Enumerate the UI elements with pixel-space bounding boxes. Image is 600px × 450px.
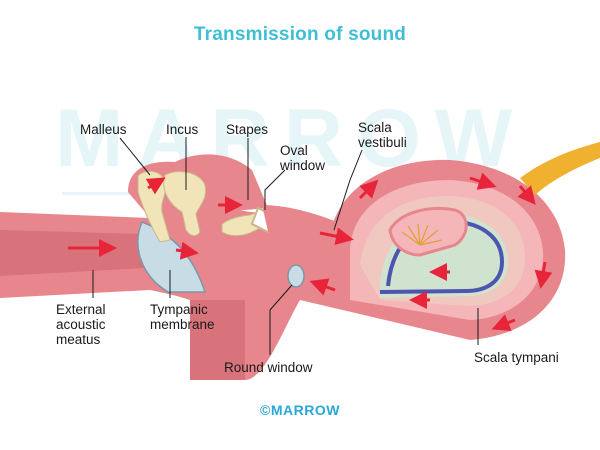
- label-oval-window: Oval window: [280, 143, 326, 173]
- label-malleus: Malleus: [80, 122, 127, 137]
- label-stapes: Stapes: [226, 122, 269, 137]
- label-incus: Incus: [166, 122, 199, 137]
- label-round-window: Round window: [224, 360, 313, 375]
- incus-shape: [163, 171, 207, 237]
- footer-brand: ©MARROW: [260, 402, 340, 418]
- diagram-title: Transmission of sound: [193, 24, 407, 45]
- label-external-acoustic-meatus: External acoustic meatus: [56, 302, 106, 347]
- leader-lines: [92, 137, 479, 355]
- eustachian-region: [190, 300, 245, 380]
- cochlear-nerve: [520, 142, 600, 195]
- sound-arrows: [68, 172, 553, 332]
- modiolus: [388, 206, 468, 257]
- round-window-shape: [287, 264, 305, 288]
- spiral-ganglion: [401, 223, 443, 246]
- label-scala-tympani: Scala tympani: [474, 350, 559, 365]
- label-tympanic-membrane: Tympanic membrane: [150, 302, 215, 332]
- external-canal-highlight: [0, 230, 145, 276]
- label-scala-vestibuli: Scala vestibuli: [358, 120, 407, 150]
